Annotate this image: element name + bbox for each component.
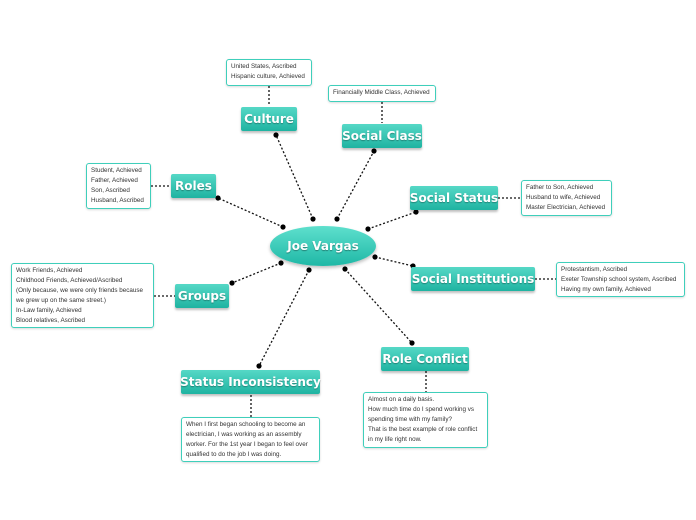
note-line: Master Electrician, Achieved xyxy=(526,204,606,211)
note-line: That is the best example of role conflic… xyxy=(368,426,478,443)
note-line: Husband, Ascribed xyxy=(91,197,144,204)
topic-status-inconsistency[interactable]: Status Inconsistency xyxy=(180,370,321,394)
note-social-status: Father to Son, Achieved Husband to wife,… xyxy=(521,180,612,216)
note-line: Blood relatives, Ascribed xyxy=(16,317,85,324)
topic-culture[interactable]: Culture xyxy=(241,107,297,131)
note-social-institutions: Protestantism, Ascribed Exeter Township … xyxy=(556,262,685,297)
note-line: Financially Middle Class, Achieved xyxy=(333,89,430,96)
note-line: Work Friends, Achieved xyxy=(16,267,83,274)
note-social-class: Financially Middle Class, Achieved xyxy=(328,85,436,102)
note-line: Student, Achieved xyxy=(91,167,142,174)
note-line: Protestantism, Ascribed xyxy=(561,266,628,273)
note-line: Son, Ascribed xyxy=(91,187,130,194)
note-line: Father, Achieved xyxy=(91,177,138,184)
note-status-inconsistency: When I first began schooling to become a… xyxy=(181,417,320,462)
topic-social-institutions[interactable]: Social Institutions xyxy=(411,267,535,291)
central-topic[interactable]: Joe Vargas xyxy=(270,226,376,266)
note-line: (Only because, we were only friends beca… xyxy=(16,287,144,304)
note-line: Having my own family, Achieved xyxy=(561,286,651,293)
note-line: Almost on a daily basis. xyxy=(368,396,435,403)
note-line: Childhood Friends, Achieved/Ascribed xyxy=(16,277,123,284)
note-line: Father to Son, Achieved xyxy=(526,184,594,191)
note-role-conflict: Almost on a daily basis. How much time d… xyxy=(363,392,488,448)
note-line: United States, Ascribed xyxy=(231,63,297,70)
note-culture: United States, Ascribed Hispanic culture… xyxy=(226,59,312,86)
note-line: In-Law family, Achieved xyxy=(16,307,82,314)
note-groups: Work Friends, Achieved Childhood Friends… xyxy=(11,263,154,328)
topic-social-class[interactable]: Social Class xyxy=(342,124,422,148)
note-line: Husband to wife, Achieved xyxy=(526,194,601,201)
note-line: How much time do I spend working vs spen… xyxy=(368,406,475,423)
topic-social-status[interactable]: Social Status xyxy=(410,186,498,210)
note-line: When I first began schooling to become a… xyxy=(186,421,308,458)
topic-roles[interactable]: Roles xyxy=(171,174,216,198)
note-line: Exeter Township school system, Ascribed xyxy=(561,276,677,283)
note-roles: Student, Achieved Father, Achieved Son, … xyxy=(86,163,151,209)
topic-groups[interactable]: Groups xyxy=(175,284,229,308)
note-line: Hispanic culture, Achieved xyxy=(231,73,305,80)
topic-role-conflict[interactable]: Role Conflict xyxy=(381,347,469,371)
